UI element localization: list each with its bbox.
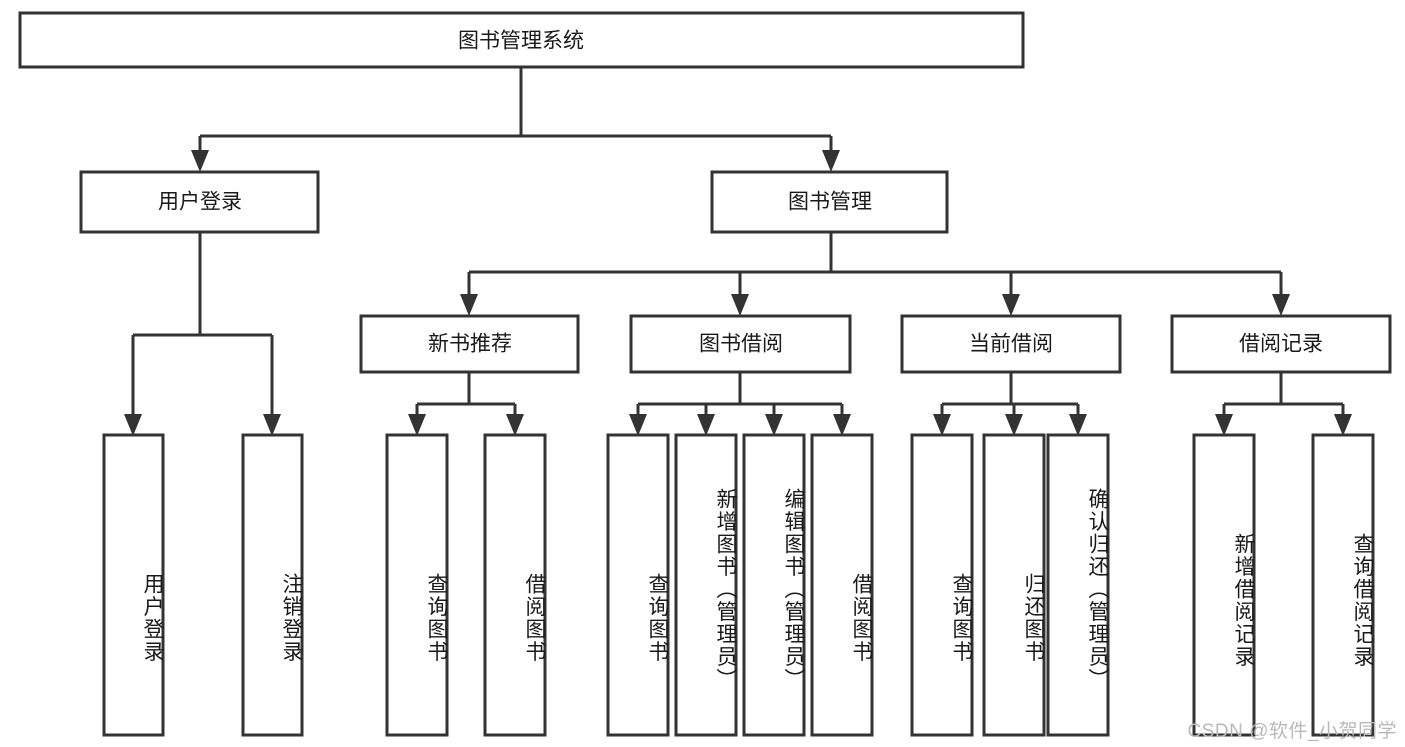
node-box-leaf-return-book[interactable] xyxy=(982,433,1046,737)
node-box-book-management[interactable] xyxy=(710,170,949,234)
node-box-leaf-add-record[interactable] xyxy=(1192,433,1256,737)
arrow-to-user-login xyxy=(191,150,209,172)
node-box-book-borrow[interactable] xyxy=(629,314,852,374)
arrow-to-leaf-query-book-2 xyxy=(629,414,647,436)
label-root: 图书管理系统 xyxy=(458,30,584,53)
arrow-to-book-management xyxy=(822,150,840,172)
node-box-leaf-query-record[interactable] xyxy=(1311,433,1375,737)
label-borrow-record: 借阅记录 xyxy=(1239,333,1323,356)
arrow-to-leaf-user-login xyxy=(124,414,142,436)
arrow-to-current-borrow xyxy=(1002,294,1020,316)
node-box-leaf-user-login[interactable] xyxy=(102,433,165,737)
arrow-to-leaf-return-book xyxy=(1005,414,1023,436)
node-box-user-login[interactable] xyxy=(79,170,320,234)
arrow-to-leaf-query-book-1 xyxy=(408,414,426,436)
connector-group xyxy=(124,67,1352,436)
arrow-to-leaf-borrow-book-1 xyxy=(506,414,524,436)
label-book-management: 图书管理 xyxy=(788,191,872,214)
node-box-new-book-recommend[interactable] xyxy=(359,314,580,374)
arrow-to-book-borrow xyxy=(731,294,749,316)
arrow-to-leaf-confirm-return xyxy=(1069,414,1087,436)
watermark-text: CSDN @软件_小贺同学 xyxy=(1187,721,1397,742)
node-box-leaf-borrow-book-1[interactable] xyxy=(483,433,547,737)
label-new-book-recommend: 新书推荐 xyxy=(428,333,512,356)
arrow-to-leaf-borrow-book-2 xyxy=(833,414,851,436)
node-box-leaf-logout[interactable] xyxy=(241,433,304,737)
arrow-to-borrow-record xyxy=(1272,294,1290,316)
node-box-root[interactable] xyxy=(18,11,1025,69)
node-box-leaf-borrow-book-2[interactable] xyxy=(810,433,874,737)
label-book-borrow: 图书借阅 xyxy=(699,333,783,356)
horizontal-label-group: 图书管理系统 用户登录 图书管理 新书推荐 图书借阅 当前借阅 借阅记录 xyxy=(158,30,1323,356)
label-current-borrow: 当前借阅 xyxy=(969,333,1053,356)
node-box-current-borrow[interactable] xyxy=(900,314,1122,374)
node-box-leaf-edit-book[interactable] xyxy=(742,433,806,737)
label-user-login: 用户登录 xyxy=(158,191,242,214)
node-box-leaf-confirm-return[interactable] xyxy=(1046,433,1110,737)
node-box-group xyxy=(18,11,1392,737)
arrow-to-leaf-add-book xyxy=(697,414,715,436)
arrow-to-leaf-query-book-3 xyxy=(933,414,951,436)
arrow-to-leaf-edit-book xyxy=(765,414,783,436)
arrow-to-leaf-logout xyxy=(263,414,281,436)
arrow-to-leaf-add-record xyxy=(1215,414,1233,436)
node-box-borrow-record[interactable] xyxy=(1170,314,1392,374)
arrow-to-new-book-recommend xyxy=(460,294,478,316)
node-box-leaf-query-book-3[interactable] xyxy=(910,433,974,737)
arrow-to-leaf-query-record xyxy=(1334,414,1352,436)
node-box-leaf-query-book-2[interactable] xyxy=(606,433,670,737)
node-box-leaf-query-book-1[interactable] xyxy=(385,433,449,737)
node-box-leaf-add-book[interactable] xyxy=(674,433,738,737)
